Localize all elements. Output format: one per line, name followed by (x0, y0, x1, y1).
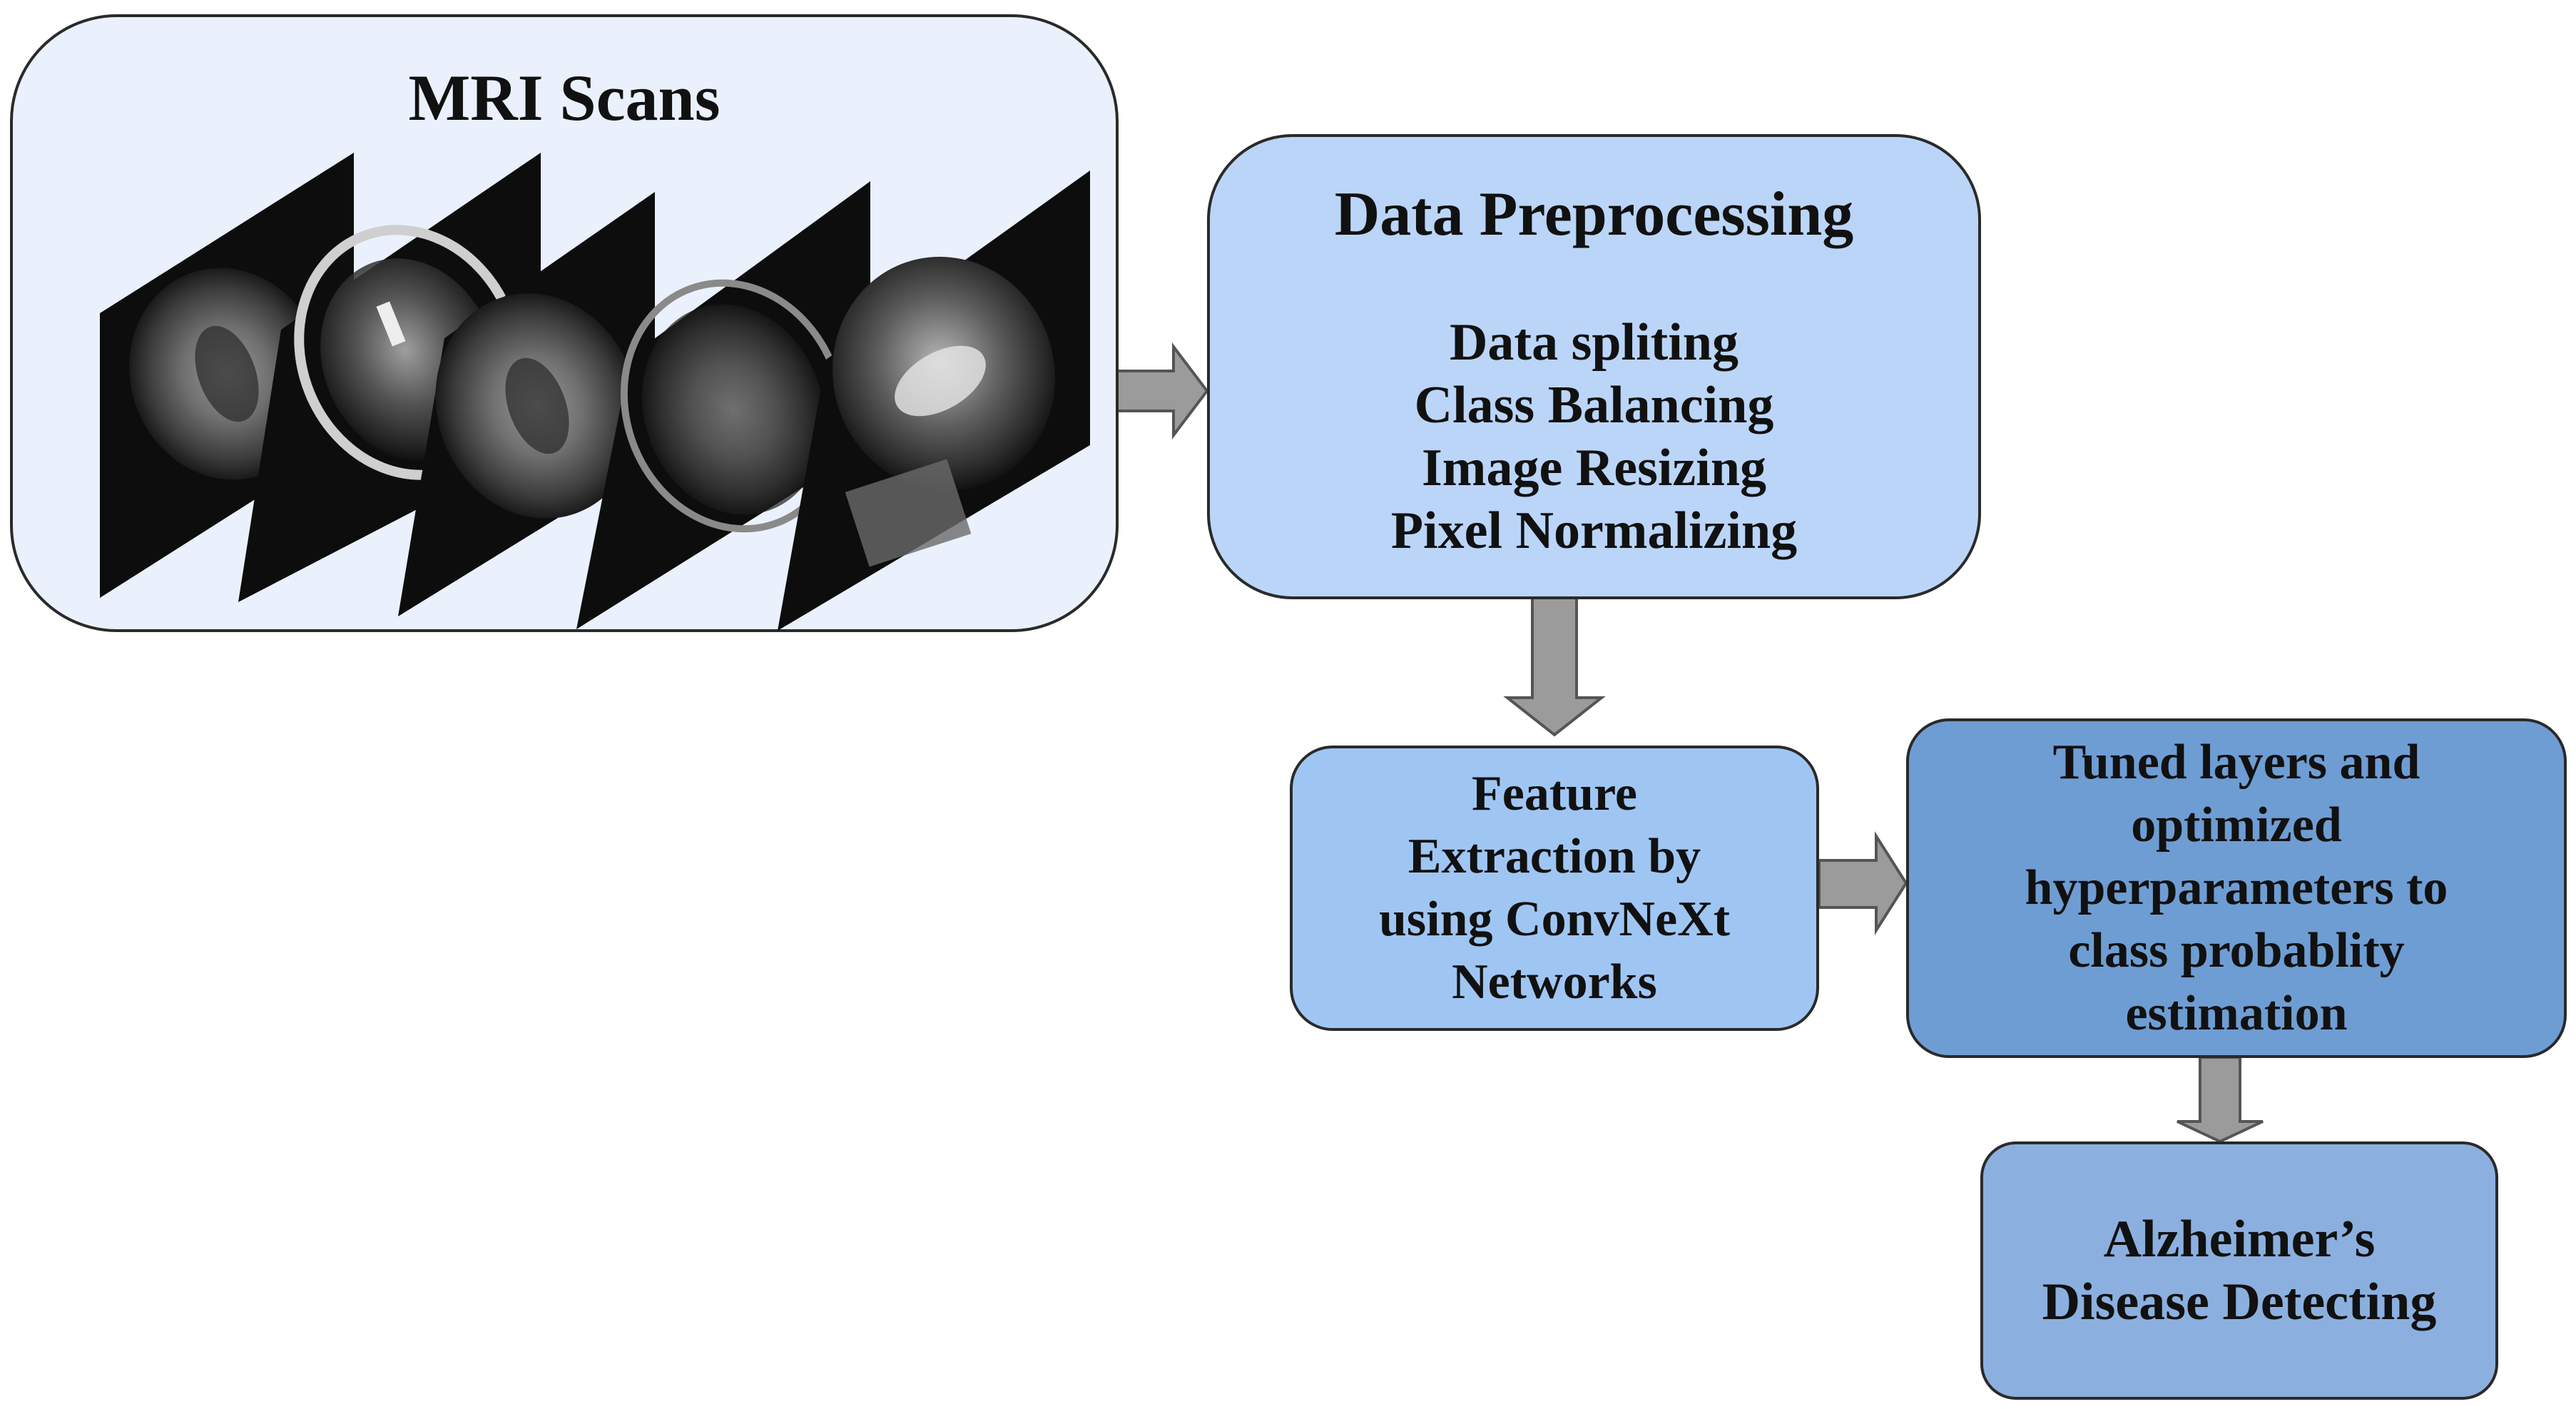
data-preprocessing-title: Data Preprocessing (1334, 180, 1854, 249)
feature-extraction-line: using ConvNeXt (1378, 892, 1731, 947)
feature-extraction-text: Feature Extraction by using ConvNeXt Net… (1293, 748, 1816, 1028)
alzheimers-detection-text: Alzheimer’s Disease Detecting (1983, 1144, 2495, 1397)
tuned-layers-line: optimized (2131, 798, 2342, 853)
tuned-layers-text: Tuned layers and optimized hyperparamete… (1909, 721, 2564, 1055)
preprocessing-step: Data spliting (1449, 313, 1738, 372)
mri-scans-title: MRI Scans (408, 61, 721, 134)
tuned-layers-line: Tuned layers and (2052, 735, 2420, 790)
data-preprocessing-box: Data Preprocessing Data spliting Class B… (1207, 134, 1981, 599)
alzheimers-detection-line: Disease Detecting (2042, 1273, 2437, 1331)
arrow-tuned-to-detection (2177, 1056, 2264, 1144)
feature-extraction-line: Extraction by (1407, 829, 1701, 884)
preprocessing-step: Pixel Normalizing (1390, 502, 1798, 560)
mri-scans-box: MRI Scans (10, 14, 1119, 632)
feature-extraction-line: Feature (1472, 766, 1637, 821)
feature-extraction-line: Networks (1452, 955, 1657, 1009)
arrow-preprocessing-to-feature (1503, 592, 1606, 737)
preprocessing-step: Class Balancing (1414, 376, 1774, 434)
tuned-layers-line: estimation (2125, 986, 2348, 1041)
alzheimers-detection-line: Alzheimer’s (2103, 1210, 2376, 1268)
tuned-layers-box: Tuned layers and optimized hyperparamete… (1906, 718, 2567, 1058)
tuned-layers-line: hyperparameters to (2025, 860, 2448, 915)
preprocessing-steps-list: Data spliting Class Balancing Image Resi… (1210, 311, 1978, 562)
mri-slice-5 (778, 171, 1090, 631)
arrow-mri-to-preprocessing (1116, 342, 1209, 439)
mri-slice-3 (398, 192, 655, 616)
feature-extraction-box: Feature Extraction by using ConvNeXt Net… (1290, 746, 1819, 1031)
arrow-feature-to-tuned (1818, 831, 1908, 935)
preprocessing-step: Image Resizing (1422, 439, 1766, 497)
tuned-layers-line: class probablity (2068, 923, 2405, 978)
alzheimers-detection-box: Alzheimer’s Disease Detecting (1980, 1141, 2498, 1400)
mri-slice-4 (576, 181, 870, 629)
mri-slices-illustration (100, 153, 1090, 631)
